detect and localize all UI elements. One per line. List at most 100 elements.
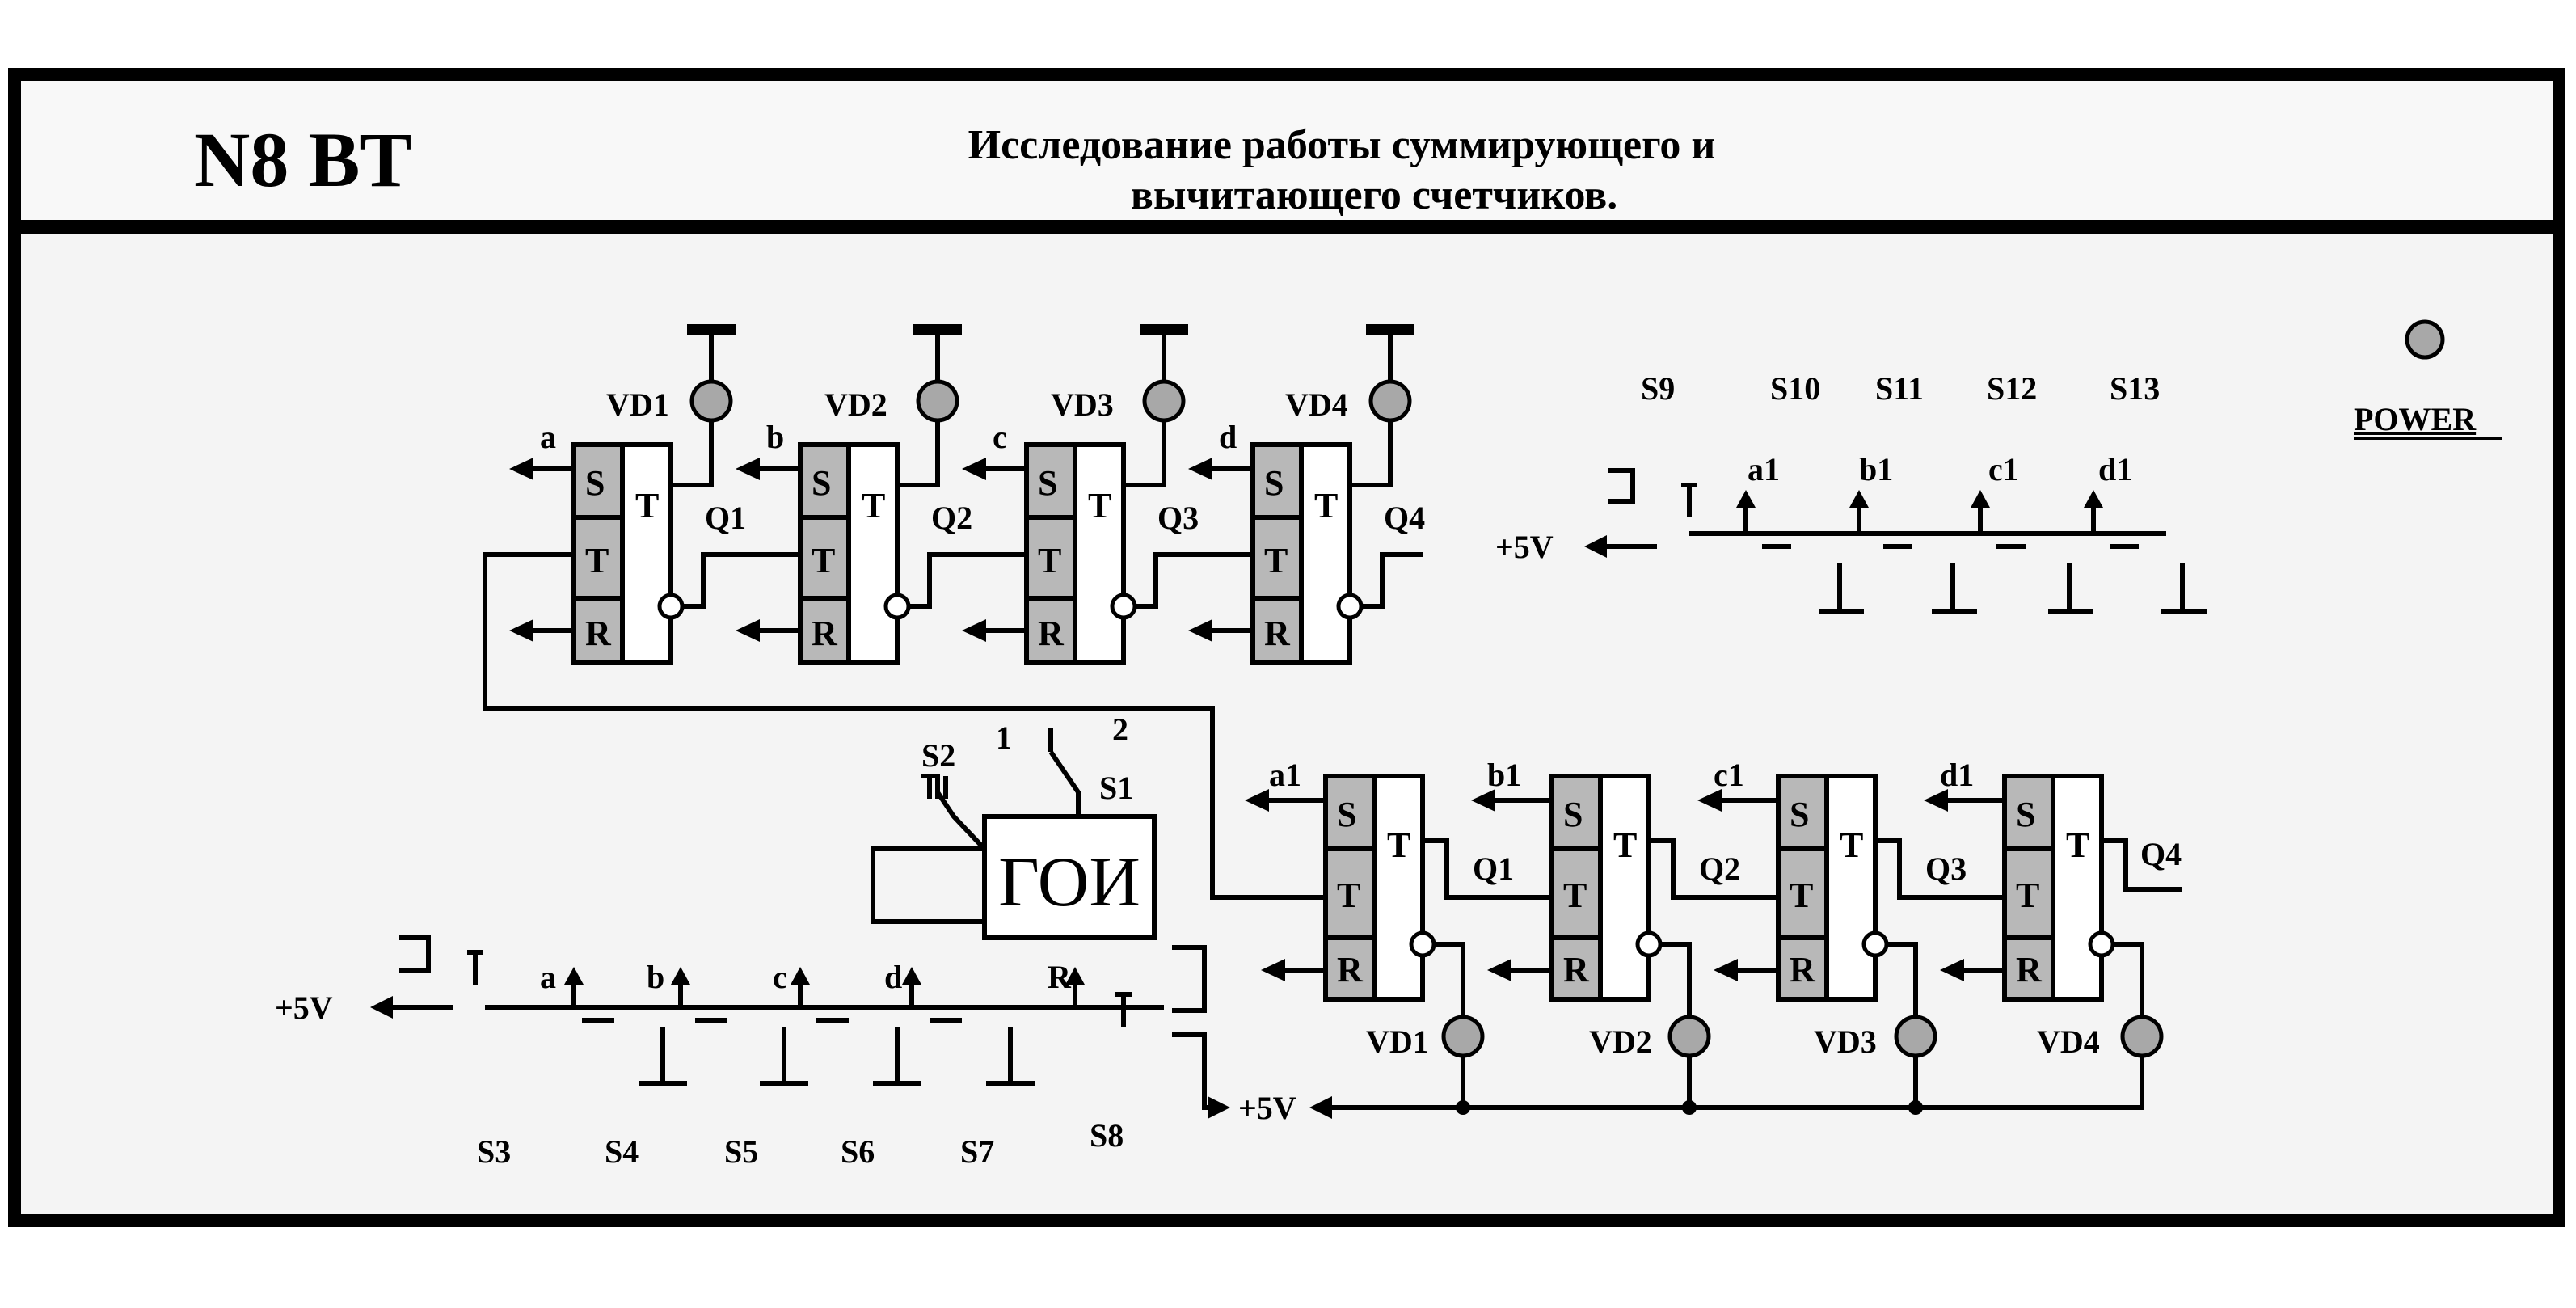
top-led-1-icon: [689, 379, 733, 423]
ff-pin-out: T: [1387, 825, 1410, 865]
ff-pin-s: S: [585, 463, 605, 503]
ff-pin-out: T: [635, 486, 659, 525]
top-q3-label: Q3: [1157, 500, 1199, 536]
top-flipflop-4: S T R T: [1250, 442, 1364, 665]
ff-pin-out: T: [2066, 825, 2089, 865]
bottom-led-1-icon: [1441, 1015, 1485, 1058]
top-set-c-label: c: [993, 419, 1007, 455]
ff-pin-r: R: [1790, 950, 1816, 989]
top-flipflop-1: S T R T: [571, 442, 685, 665]
top-led-1-label: VD1: [606, 386, 669, 423]
bottom-flipflop-2: S T R T: [1549, 774, 1663, 1002]
bottom-led-1-label: VD1: [1366, 1023, 1429, 1060]
top-q2-label: Q2: [931, 500, 972, 536]
s13-key-icon[interactable]: [2110, 544, 2207, 614]
s7-key-icon[interactable]: [930, 1018, 1035, 1086]
ff-pin-t: T: [1563, 876, 1587, 915]
ff-pin-t: T: [585, 541, 609, 580]
power-label: POWER: [2354, 401, 2477, 437]
bottom-set-b1-label: b1: [1487, 757, 1521, 793]
power-led-icon[interactable]: [2405, 319, 2445, 360]
bottom-led-2-icon: [1667, 1015, 1711, 1058]
bottom-supply-label: +5V: [275, 989, 333, 1026]
ff-pin-s: S: [1038, 463, 1057, 503]
ff-pin-s: S: [1337, 795, 1356, 834]
s2-button-icon[interactable]: [921, 774, 948, 799]
switch-s8-label: S8: [1090, 1117, 1124, 1154]
switch-s4-label: S4: [605, 1133, 639, 1170]
s11-key-icon[interactable]: [1883, 544, 1977, 614]
bottom-contact-c: c: [773, 959, 787, 995]
bottom-contact-d: d: [884, 959, 902, 995]
top-led-4-icon: [1368, 379, 1412, 423]
top-supply-label: +5V: [1495, 529, 1554, 565]
bottom-set-d1-label: d1: [1940, 757, 1974, 793]
switch-s10-label: S10: [1770, 370, 1820, 407]
ff-pin-t: T: [812, 541, 835, 580]
top-led-4-label: VD4: [1285, 386, 1348, 423]
s8-toggle-icon[interactable]: [1172, 945, 1207, 1013]
lab-code: N8 BT: [194, 116, 411, 203]
bottom-contact-r: R: [1048, 959, 1072, 995]
s3-button-icon[interactable]: [467, 950, 483, 985]
s9-button-icon[interactable]: [1681, 483, 1697, 517]
bottom-contact-a: a: [540, 959, 556, 995]
top-flipflop-3: S T R T: [1024, 442, 1137, 665]
s6-key-icon[interactable]: [816, 1018, 921, 1086]
bottom-led-4-label: VD4: [2037, 1023, 2100, 1060]
bottom-q4-label: Q4: [2140, 836, 2182, 872]
switch-s7-label: S7: [960, 1133, 994, 1170]
bottom-counter: S T R T S T R T S T R T: [1245, 757, 2182, 1119]
ff-pin-out: T: [1840, 825, 1863, 865]
switch-s6-label: S6: [841, 1133, 875, 1170]
top-flipflop-2: S T R T: [798, 442, 911, 665]
top-led-2-icon: [916, 379, 959, 423]
s9-toggle-icon[interactable]: [1608, 468, 1635, 504]
s3-toggle-icon[interactable]: [399, 935, 431, 973]
selector-s1-label: S1: [1099, 770, 1133, 806]
ff-pin-s: S: [812, 463, 831, 503]
s8-button-icon[interactable]: [1115, 992, 1132, 1027]
ff-pin-out: T: [1088, 486, 1111, 525]
top-contact-d1: d1: [2098, 451, 2132, 487]
s12-key-icon[interactable]: [1996, 544, 2093, 614]
bottom-flipflop-1: S T R T: [1323, 774, 1436, 1002]
bottom-switch-row: +5V a b c d R +5V S3 S4 S5 S6 S7 S8: [275, 935, 1296, 1170]
switch-s12-label: S12: [1987, 370, 2037, 407]
switch-s13-label: S13: [2110, 370, 2160, 407]
ff-pin-t: T: [2016, 876, 2039, 915]
bottom-flipflop-4: S T R T: [2002, 774, 2115, 1002]
bottom-led-2-label: VD2: [1589, 1023, 1652, 1060]
top-led-3-icon: [1142, 379, 1186, 423]
top-contact-a1: a1: [1748, 451, 1780, 487]
ff-pin-s: S: [1264, 463, 1284, 503]
pulse-generator: ГОИ: [871, 728, 1157, 940]
top-switch-row: S9 S10 S11 S12 S13 +5V a1 b1 c1 d1: [1495, 370, 2207, 614]
ff-pin-r: R: [1563, 950, 1590, 989]
bottom-led-3-label: VD3: [1814, 1023, 1877, 1060]
ff-pin-t: T: [1337, 876, 1360, 915]
switch-s11-label: S11: [1875, 370, 1924, 407]
ff-pin-r: R: [1264, 614, 1291, 653]
ff-pin-out: T: [862, 486, 885, 525]
ff-pin-r: R: [812, 614, 838, 653]
top-contact-c1: c1: [1988, 451, 2019, 487]
ff-pin-t: T: [1038, 541, 1061, 580]
s5-key-icon[interactable]: [695, 1018, 808, 1086]
ff-pin-out: T: [1613, 825, 1637, 865]
top-set-b-label: b: [766, 419, 784, 455]
switch-s3-label: S3: [477, 1133, 511, 1170]
top-contact-b1: b1: [1859, 451, 1893, 487]
ff-pin-out: T: [1314, 486, 1338, 525]
ff-pin-r: R: [585, 614, 612, 653]
s10-key-icon[interactable]: [1762, 544, 1864, 614]
ff-pin-r: R: [2016, 950, 2043, 989]
selector-pos1: 1: [996, 719, 1012, 756]
switch-s9-label: S9: [1641, 370, 1675, 407]
s4-key-icon[interactable]: [582, 1018, 687, 1086]
top-q4-label: Q4: [1384, 500, 1425, 536]
bottom-led-3-icon: [1894, 1015, 1937, 1058]
bottom-set-a1-label: a1: [1269, 757, 1301, 793]
bottom-set-c1-label: c1: [1714, 757, 1744, 793]
